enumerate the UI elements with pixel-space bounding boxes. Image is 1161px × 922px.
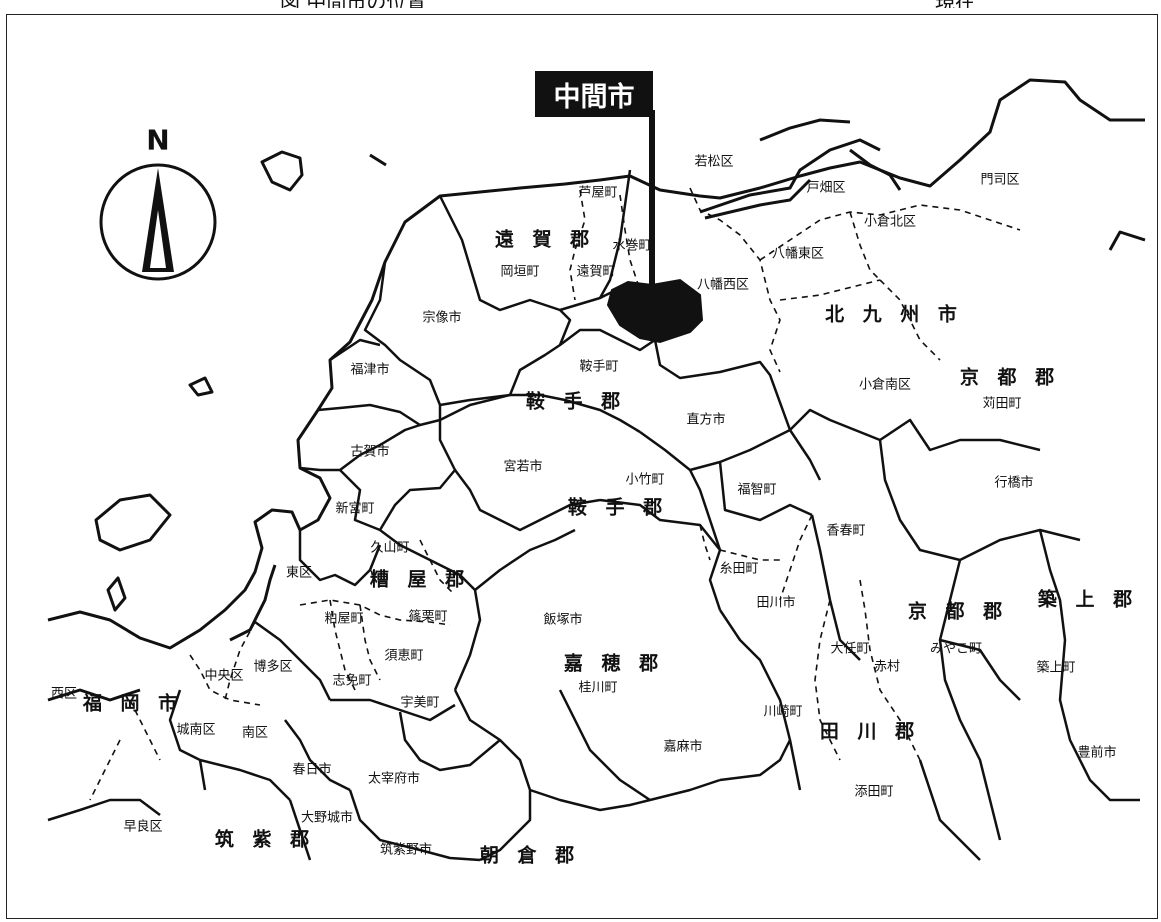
label-nogata-shi: 直方市 <box>686 412 726 428</box>
label-ashiya-machi: 芦屋町 <box>578 185 618 201</box>
label-sawara-ku: 早良区 <box>123 819 163 835</box>
label-fukuchi-machi: 福智町 <box>737 482 777 498</box>
label-miyawaka-shi: 宮若市 <box>503 459 543 475</box>
label-itoda-machi: 糸田町 <box>719 561 759 577</box>
label-miyako-gun-south: 京 都 郡 <box>907 600 1009 623</box>
label-onojo-shi: 大野城市 <box>300 810 354 826</box>
label-miyako-gun-north: 京 都 郡 <box>959 366 1061 389</box>
label-kokura-kita-ku: 小倉北区 <box>863 214 917 230</box>
label-kosuga-machi: 香春町 <box>826 523 866 539</box>
boundaries-dashed <box>89 187 1021 801</box>
label-akamura: 赤村 <box>873 659 901 675</box>
label-sasaguri-machi: 篠栗町 <box>408 609 448 625</box>
label-chuo-ku: 中央区 <box>204 668 244 684</box>
boundaries-solid <box>47 169 1140 862</box>
label-kotake-machi: 小竹町 <box>625 472 665 488</box>
label-fukuoka-shi: 福 岡 市 <box>82 692 184 715</box>
label-hisayama-machi: 久山町 <box>370 540 410 556</box>
label-kasuya-machi: 粕屋町 <box>324 611 364 627</box>
label-moji-ku: 門司区 <box>980 172 1020 188</box>
label-yahata-nishi-ku: 八幡西区 <box>696 277 750 293</box>
label-chikujo-gun: 築 上 郡 <box>1037 588 1139 611</box>
label-kurate-machi: 鞍手町 <box>579 359 619 375</box>
label-umi-machi: 宇美町 <box>400 695 440 711</box>
label-otou-machi: 大任町 <box>830 641 870 657</box>
label-chikushino-shi: 筑紫野市 <box>379 842 433 858</box>
compass-north-label: N <box>146 123 170 157</box>
label-iizuka-shi: 飯塚市 <box>543 612 583 628</box>
label-fukutsu-shi: 福津市 <box>350 362 390 378</box>
label-kasuga-shi: 春日市 <box>292 762 332 778</box>
compass <box>99 163 217 281</box>
label-asakura-gun: 朝 倉 郡 <box>479 844 581 867</box>
label-wakamatsu-ku: 若松区 <box>694 154 734 170</box>
nakama-callout-label: 中間市 <box>535 71 653 117</box>
label-onga-gun: 遠 賀 郡 <box>494 228 596 251</box>
label-yahata-higashi-ku: 八幡東区 <box>771 246 825 262</box>
label-higashi-ku: 東区 <box>285 565 313 581</box>
label-kurate-gun-south: 鞍 手 郡 <box>567 496 669 519</box>
label-hakata-ku: 博多区 <box>253 659 293 675</box>
label-munakata-shi: 宗像市 <box>422 310 462 326</box>
label-kokura-minami-ku: 小倉南区 <box>858 377 912 393</box>
label-keisen-machi: 桂川町 <box>578 680 618 696</box>
nakama-shi-region <box>606 278 704 344</box>
label-tagawa-gun: 田 川 郡 <box>819 720 921 743</box>
top-header-strip: 図 中間市の位置 現在 <box>0 0 1161 8</box>
label-kama-shi: 嘉麻市 <box>663 739 703 755</box>
label-okagaki-machi: 岡垣町 <box>500 264 540 280</box>
label-koga-shi: 古賀市 <box>350 444 390 460</box>
label-dazaifu-shi: 太宰府市 <box>367 771 421 787</box>
label-kaho-gun: 嘉 穂 郡 <box>563 652 665 675</box>
label-kurate-gun: 鞍 手 郡 <box>525 390 627 413</box>
label-shime-machi: 志免町 <box>332 673 372 689</box>
label-jonan-ku: 城南区 <box>176 722 216 738</box>
label-chikushi-gun: 筑 紫 郡 <box>214 828 316 851</box>
label-soeda-machi: 添田町 <box>854 784 894 800</box>
header-right-label: 現在 <box>935 0 975 8</box>
label-miyako-machi: みやこ町 <box>929 641 983 657</box>
map-frame <box>6 14 1158 919</box>
label-kawasaki-machi: 川崎町 <box>763 704 803 720</box>
label-mizumaki-machi: 水巻町 <box>612 238 652 254</box>
label-shingu-machi: 新宮町 <box>335 501 375 517</box>
label-kanda-machi: 苅田町 <box>982 396 1022 412</box>
label-tagawa-shi: 田川市 <box>756 595 796 611</box>
label-nishi-ku: 西区 <box>50 686 78 702</box>
label-tobata-ku: 戸畑区 <box>806 180 846 196</box>
figure-title: 図 中間市の位置 <box>280 0 426 8</box>
label-minami-ku: 南区 <box>241 725 269 741</box>
label-kasuya-gun: 糟 屋 郡 <box>369 568 471 591</box>
kitakyushu-port <box>229 118 902 642</box>
label-onga-machi: 遠賀町 <box>576 264 616 280</box>
label-sue-machi: 須恵町 <box>384 648 424 664</box>
label-yukuhashi-shi: 行橋市 <box>994 475 1034 491</box>
label-chikujo-machi: 築上町 <box>1036 660 1076 676</box>
label-buzen-shi: 豊前市 <box>1077 745 1117 761</box>
label-kitakyushu-shi: 北 九 州 市 <box>825 303 963 326</box>
